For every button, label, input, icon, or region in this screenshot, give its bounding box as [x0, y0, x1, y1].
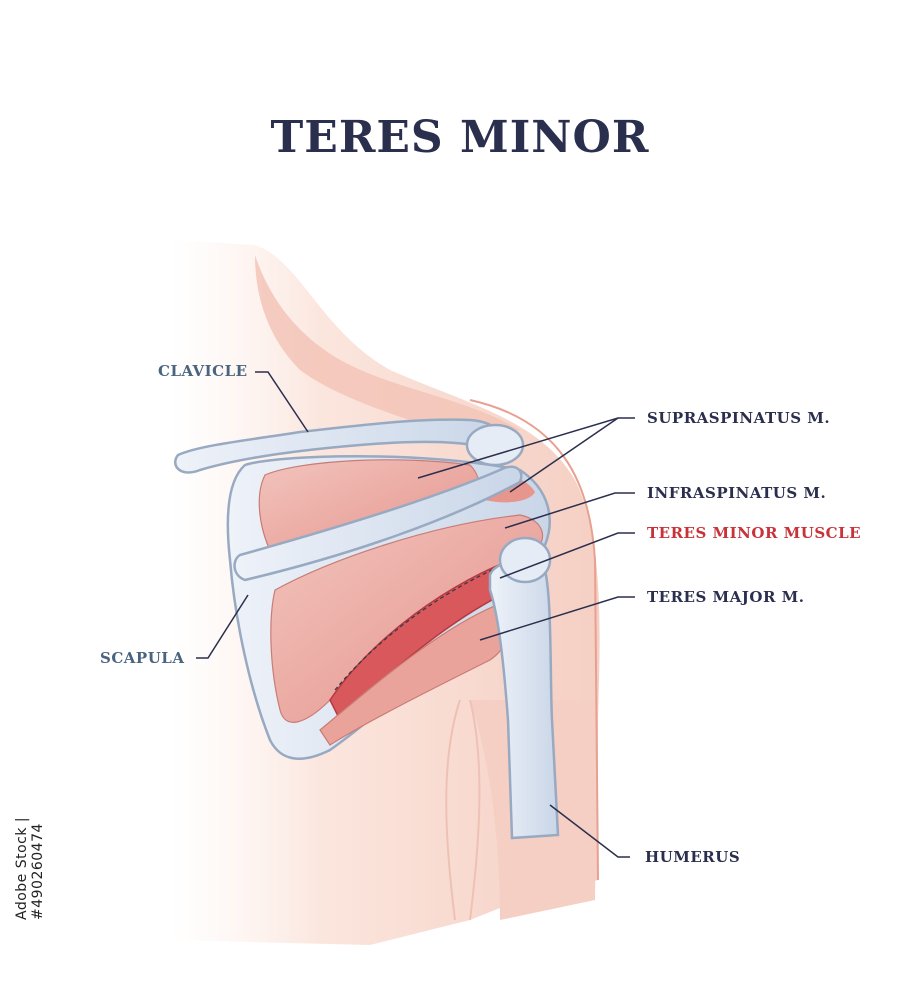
label-teres-major: TERES MAJOR M.	[647, 588, 805, 606]
stock-id: Adobe Stock | #490260474	[14, 816, 46, 920]
label-infraspinatus: INFRASPINATUS M.	[647, 484, 827, 502]
scapular-spine	[233, 465, 523, 582]
label-supraspinatus: SUPRASPINATUS M.	[647, 409, 831, 427]
label-humerus: HUMERUS	[645, 848, 741, 866]
scapula-leader	[196, 594, 249, 659]
humerus-leader	[549, 804, 630, 858]
infraspinatus-leader	[504, 492, 635, 529]
acromion	[465, 423, 525, 467]
clavicle-leader	[255, 371, 309, 433]
body-crease	[469, 699, 481, 921]
neck-skin	[255, 255, 520, 440]
teres-major-leader	[479, 596, 635, 641]
label-teres-minor: TERES MINOR MUSCLE	[647, 524, 862, 542]
label-clavicle: CLAVICLE	[158, 362, 248, 380]
body-crease	[445, 699, 461, 921]
humeral-head	[498, 536, 552, 584]
diagram-title: TERES MINOR	[270, 112, 650, 163]
supraspinatus-leader-2	[509, 417, 619, 493]
label-scapula: SCAPULA	[100, 649, 185, 667]
teres-minor-leader	[499, 532, 635, 579]
